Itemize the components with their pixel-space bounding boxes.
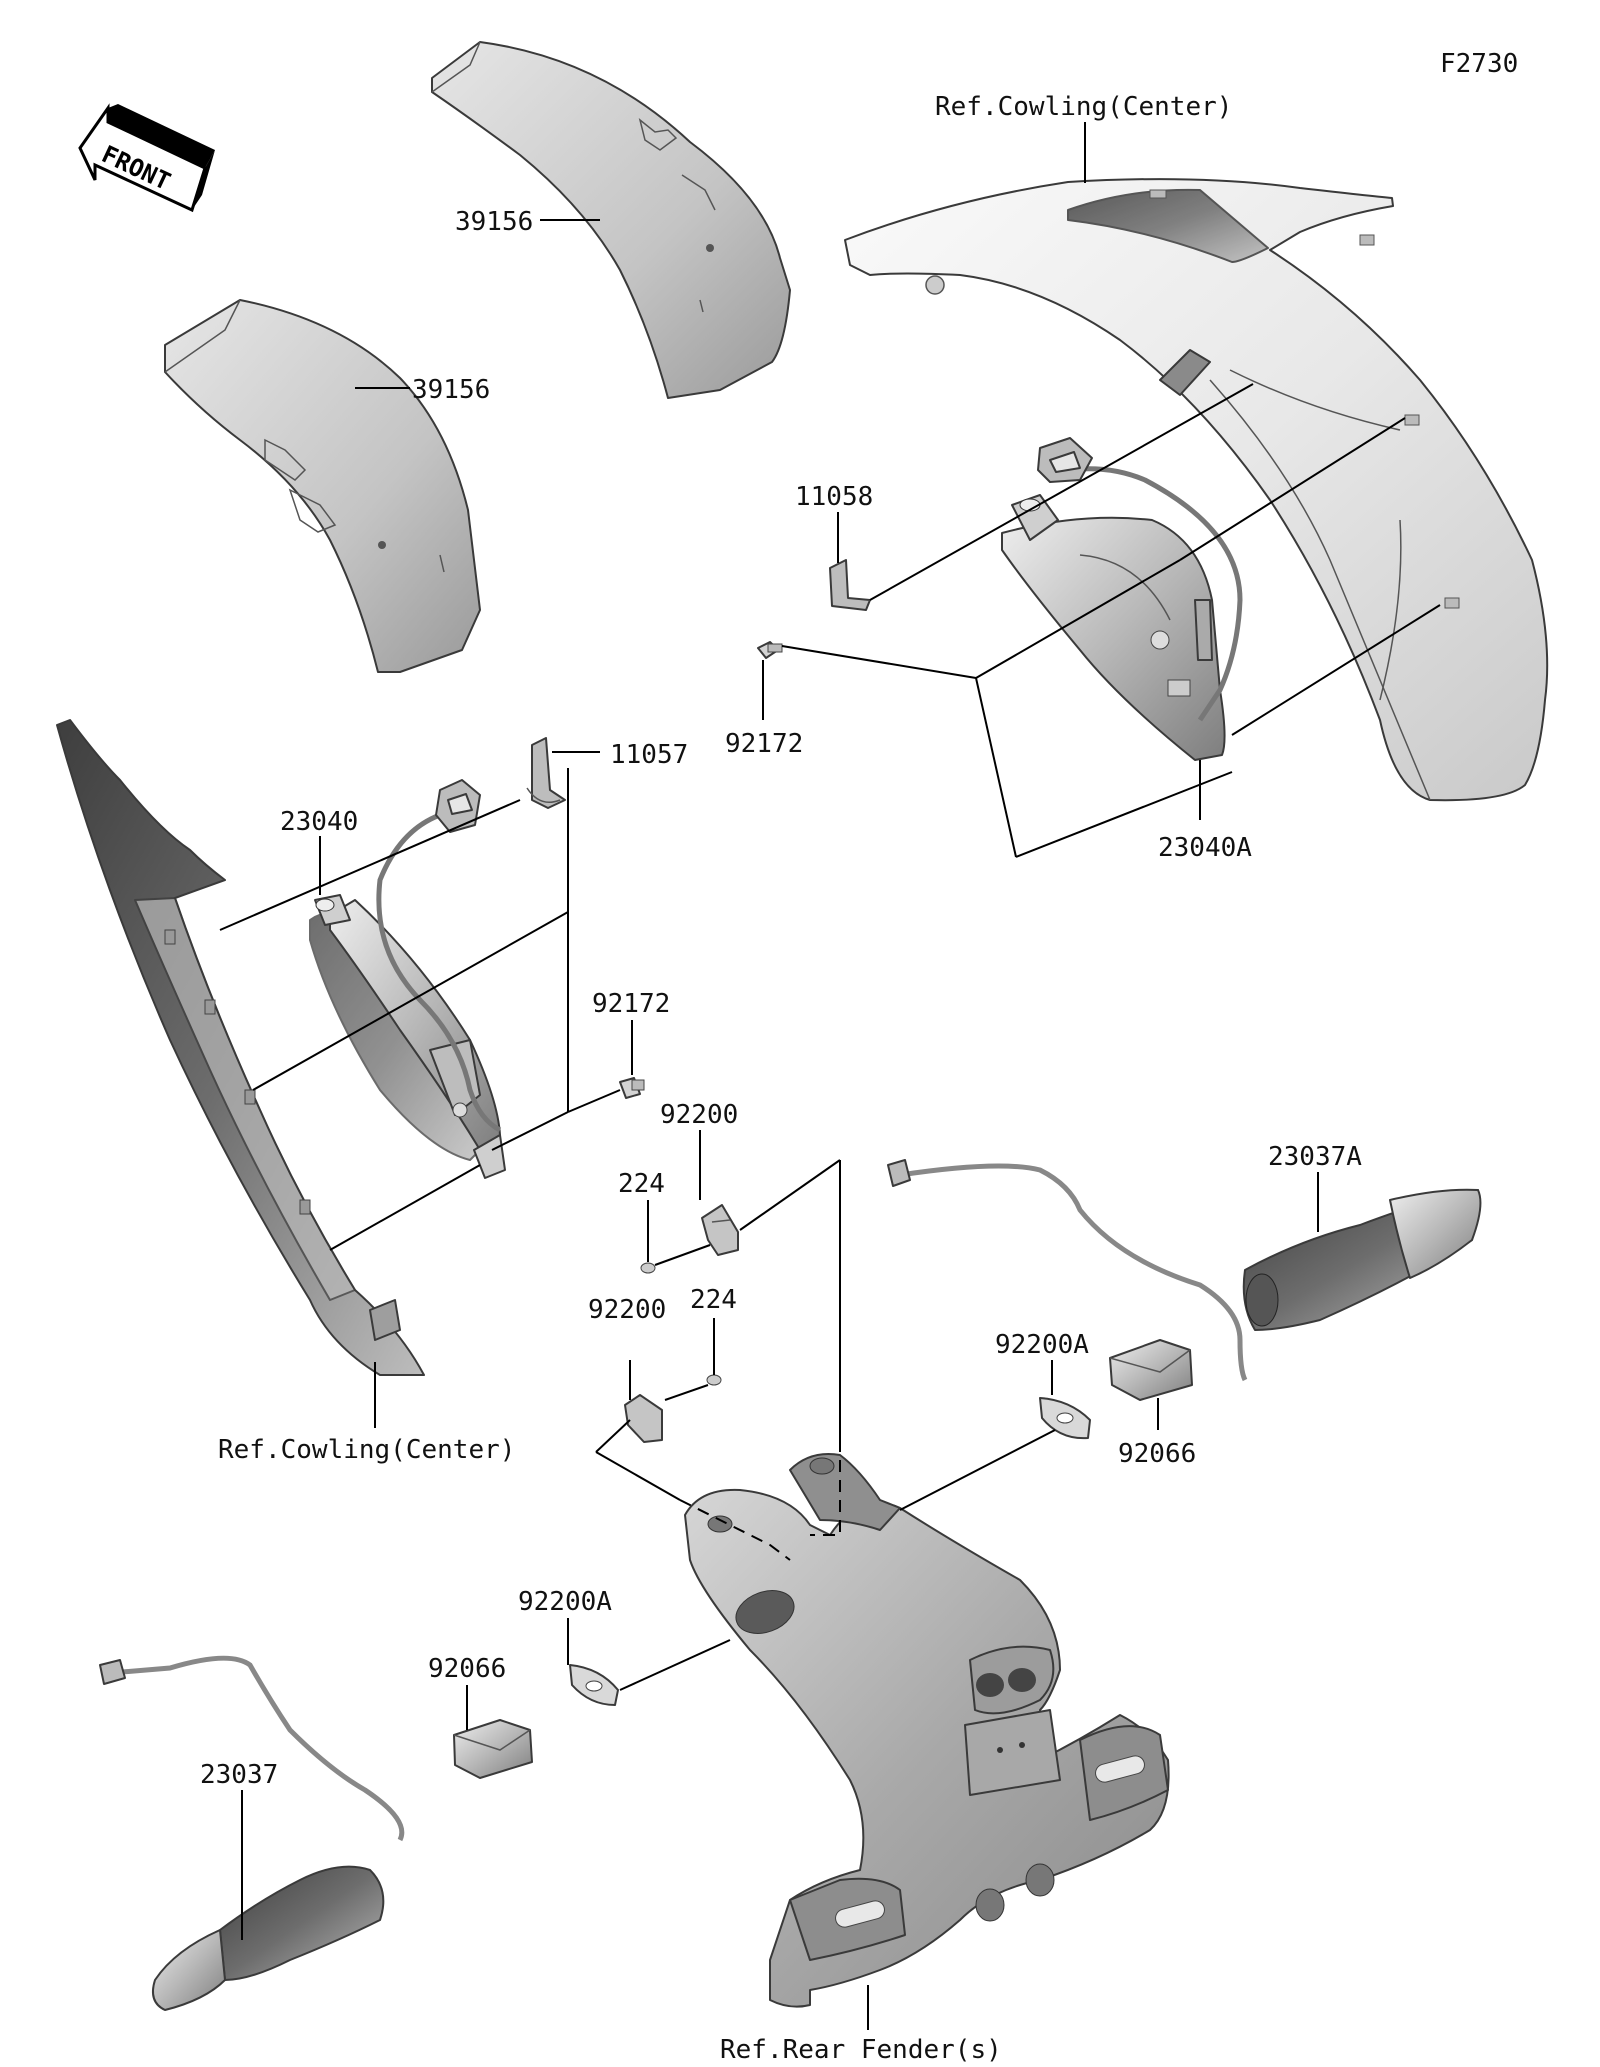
label-92200-lower: 92200 <box>588 1295 666 1325</box>
label-23040: 23040 <box>280 807 358 837</box>
label-23037: 23037 <box>200 1760 278 1790</box>
label-92066-right: 92066 <box>1118 1439 1196 1469</box>
clip-92200-lower <box>624 1394 663 1443</box>
label-224-upper: 224 <box>618 1169 665 1199</box>
label-92172-left: 92172 <box>592 989 670 1019</box>
screw-224-lower <box>706 1374 722 1386</box>
clip-92200-upper <box>701 1204 739 1256</box>
position-lamp-23040 <box>309 779 506 1179</box>
label-224-lower: 224 <box>690 1285 737 1315</box>
cowling-center-left <box>56 719 425 1376</box>
label-39156-lower: 39156 <box>412 375 490 405</box>
figure-code: F2730 <box>1440 49 1518 79</box>
label-11057: 11057 <box>610 740 688 770</box>
part-labels: 39156 39156 Ref.Cowling(Center) 11058 92… <box>200 92 1362 2065</box>
label-92172-right: 92172 <box>725 729 803 759</box>
label-ref-cowling-top: Ref.Cowling(Center) <box>935 92 1232 122</box>
label-23040A: 23040A <box>1158 833 1252 863</box>
rubber-92066-right <box>1109 1339 1193 1401</box>
leader-lines <box>219 122 1441 2030</box>
label-ref-rear-fender: Ref.Rear Fender(s) <box>720 2035 1002 2065</box>
label-23037A: 23037A <box>1268 1142 1362 1172</box>
rear-fender <box>684 1453 1170 2008</box>
front-arrow-icon: FRONT <box>78 103 215 213</box>
rubber-92066-left <box>453 1719 533 1779</box>
label-39156-upper: 39156 <box>455 207 533 237</box>
heat-guard-39156-upper <box>431 41 791 399</box>
screw-92172-right <box>757 641 783 659</box>
label-92066-left: 92066 <box>428 1654 506 1684</box>
label-ref-cowling-left: Ref.Cowling(Center) <box>218 1435 515 1465</box>
label-92200A-left: 92200A <box>518 1587 612 1617</box>
label-92200-upper: 92200 <box>660 1100 738 1130</box>
label-11058: 11058 <box>795 482 873 512</box>
position-lamp-23040A <box>1001 437 1243 761</box>
screw-92172-left <box>619 1077 645 1099</box>
grommet-92200A-left <box>569 1664 619 1706</box>
heat-guard-39156-lower <box>164 299 481 673</box>
screw-224-upper <box>640 1262 656 1274</box>
cowling-center-upper <box>844 178 1549 802</box>
turn-signal-23037A <box>887 1159 1482 1382</box>
label-92200A-right: 92200A <box>995 1330 1089 1360</box>
clip-11058 <box>829 559 871 611</box>
grommet-92200A-right <box>1039 1397 1091 1440</box>
turn-signal-23037 <box>99 1655 405 2011</box>
clip-11057 <box>526 737 566 809</box>
